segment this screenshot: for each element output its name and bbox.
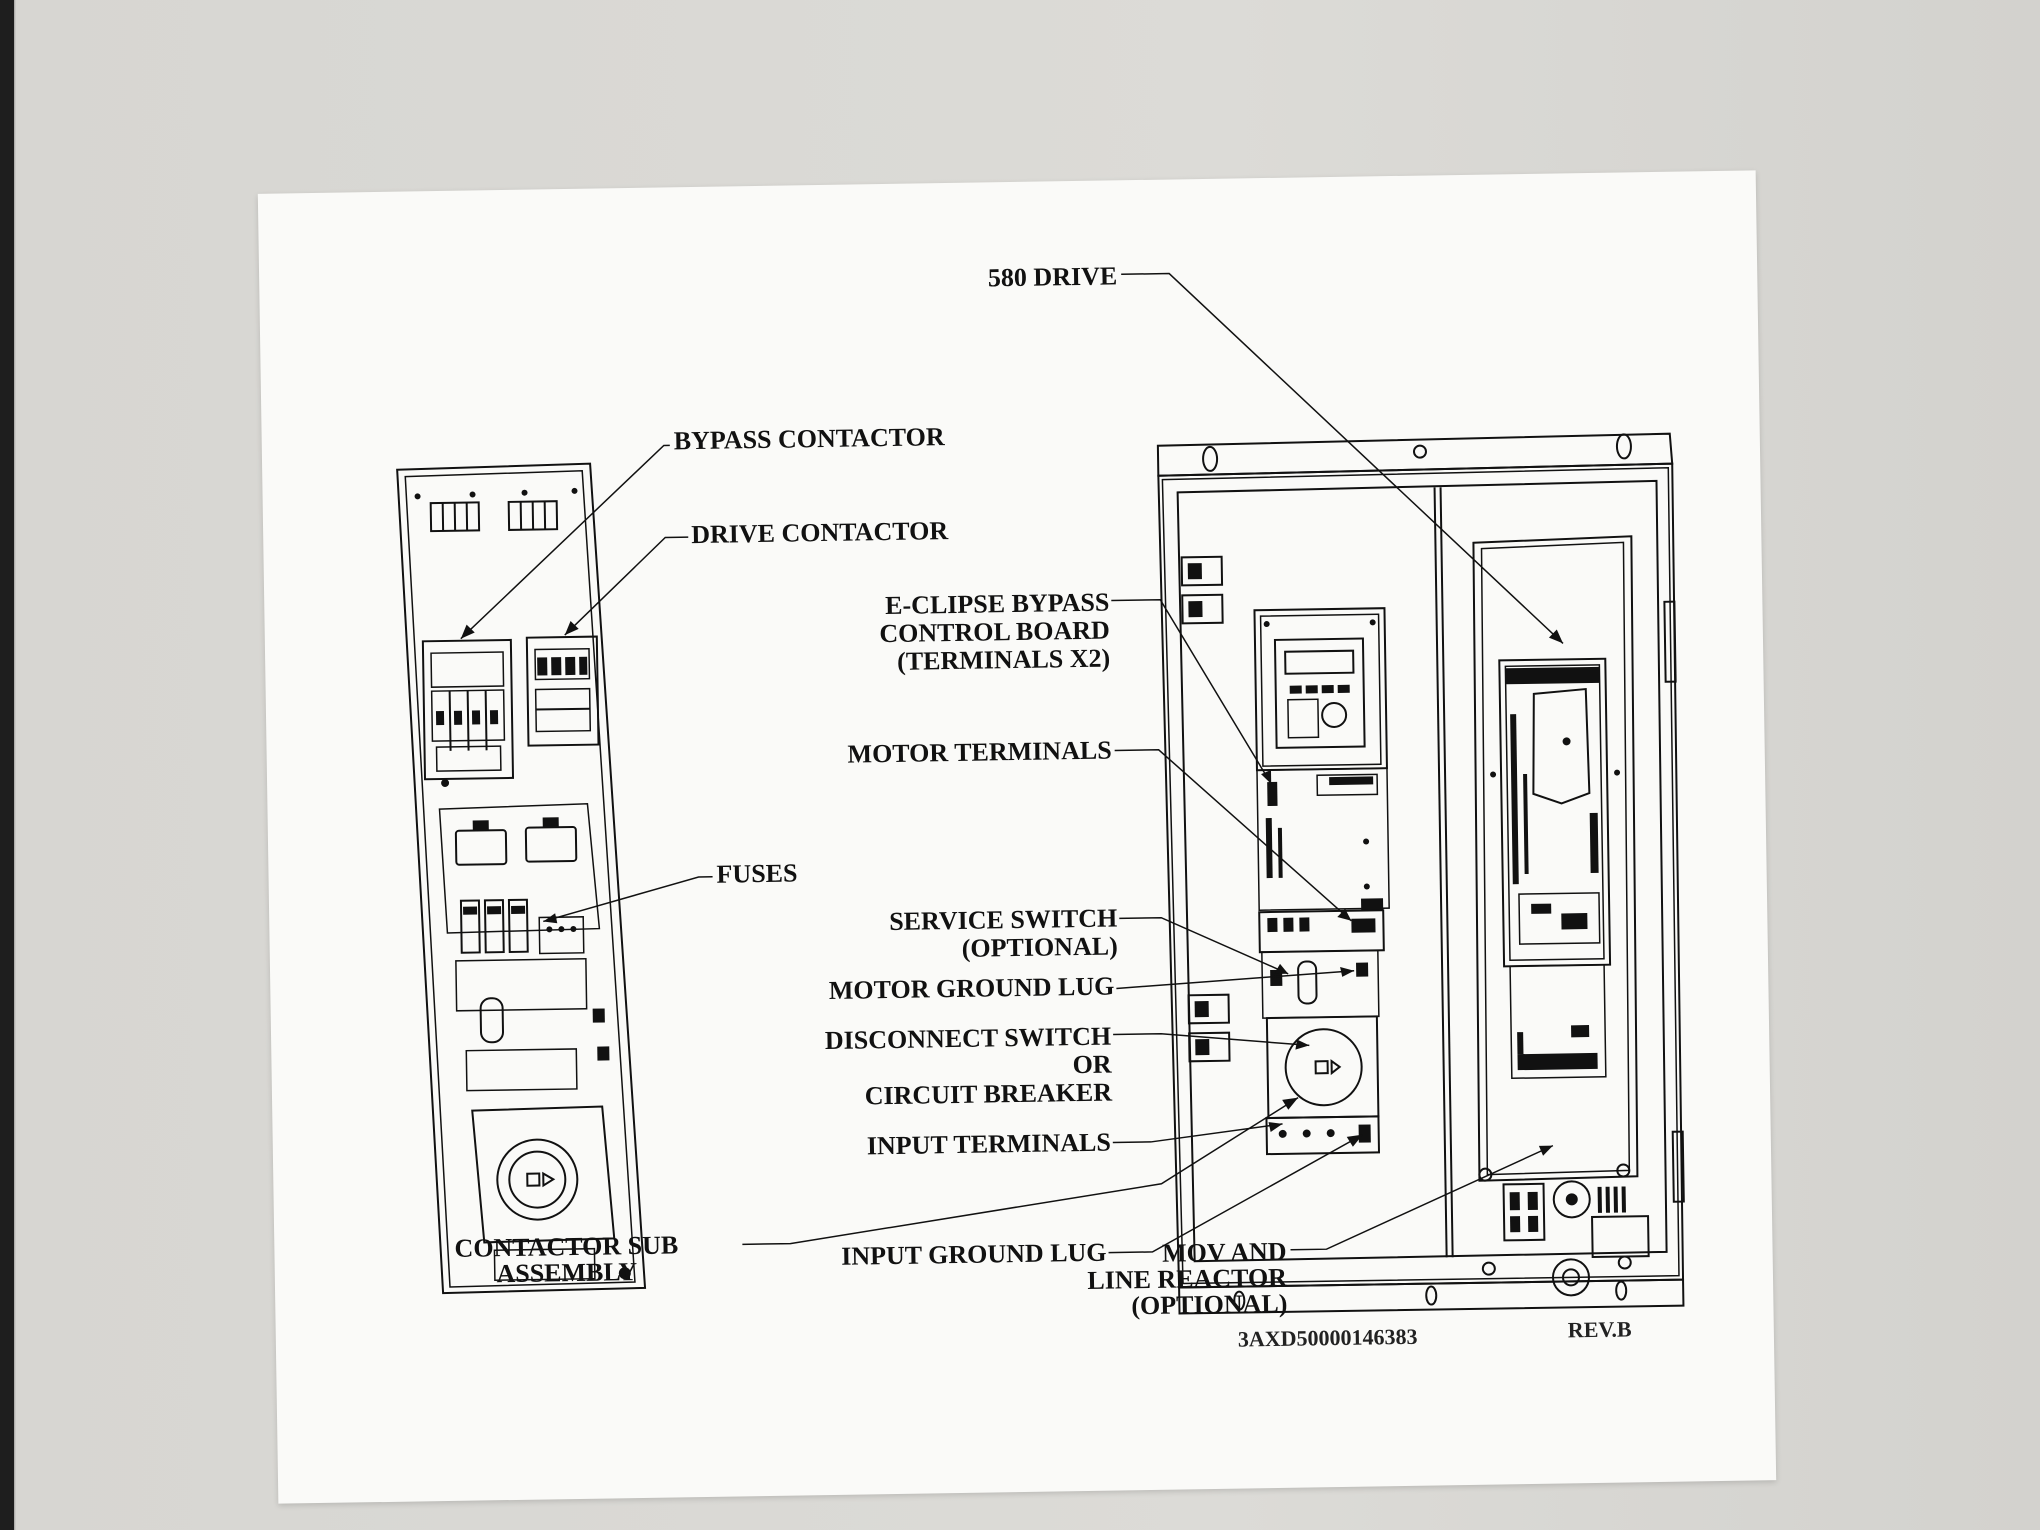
label-input-terminals: INPUT TERMINALS [867, 1128, 1111, 1161]
label-service-switch-line1: SERVICE SWITCH [889, 903, 1118, 936]
wall-edge [0, 0, 14, 1530]
bypass-section-drawing [1253, 607, 1390, 1156]
drive-580-drawing [1472, 535, 1639, 1182]
callout-labels: 580 DRIVE BYPASS CONTACTOR DRIVE CONTACT… [454, 261, 1287, 1320]
label-mov-line3: (OPTIONAL) [1131, 1289, 1287, 1320]
bypass-contactor-drawing [421, 638, 515, 787]
label-motor-terminals: MOTOR TERMINALS [847, 736, 1112, 769]
fuse-block-drawing [438, 802, 601, 955]
label-contactor-sub-line1: CONTACTOR SUB [454, 1230, 678, 1263]
label-mov-line2: LINE REACTOR [1087, 1263, 1287, 1295]
part-number: 3AXD50000146383 [1238, 1324, 1418, 1352]
drive-contactor-drawing [525, 635, 600, 747]
label-bypass-contactor: BYPASS CONTACTOR [674, 422, 946, 455]
vent-slots [414, 487, 578, 533]
label-mov-line1: MOV AND [1162, 1237, 1287, 1268]
label-disconnect-line2: OR [1072, 1050, 1112, 1080]
label-eclipse-line1: E-CLIPSE BYPASS [885, 588, 1110, 621]
leader-lines [460, 272, 1564, 1254]
label-580-drive: 580 DRIVE [988, 261, 1118, 292]
label-service-switch-line2: (OPTIONAL) [962, 931, 1118, 962]
wiring-placard: 580 DRIVE BYPASS CONTACTOR DRIVE CONTACT… [257, 170, 1777, 1504]
contactor-sub-assembly-drawing [396, 462, 647, 1295]
enclosure-diagram: 580 DRIVE BYPASS CONTACTOR DRIVE CONTACT… [396, 261, 1685, 1352]
label-fuses: FUSES [716, 858, 797, 888]
label-motor-ground-lug: MOTOR GROUND LUG [829, 971, 1115, 1004]
revision: REV.B [1568, 1316, 1632, 1342]
placard-footer: 3AXD50000146383 REV.B [1238, 1316, 1632, 1352]
label-contactor-sub-line2: ASSEMBLY [496, 1257, 637, 1288]
label-disconnect-line3: CIRCUIT BREAKER [865, 1078, 1113, 1111]
label-input-ground-lug: INPUT GROUND LUG [841, 1238, 1107, 1271]
main-enclosure-drawing [1156, 432, 1685, 1315]
hinges [1180, 555, 1685, 1203]
left-disconnect-drawing [455, 958, 631, 1282]
label-drive-contactor: DRIVE CONTACTOR [691, 516, 949, 549]
label-eclipse-line2: CONTROL BOARD [879, 616, 1110, 649]
label-eclipse-line3: (TERMINALS X2) [897, 644, 1111, 676]
mov-line-reactor-drawing [1478, 1163, 1650, 1297]
label-disconnect-line1: DISCONNECT SWITCH [825, 1022, 1112, 1055]
